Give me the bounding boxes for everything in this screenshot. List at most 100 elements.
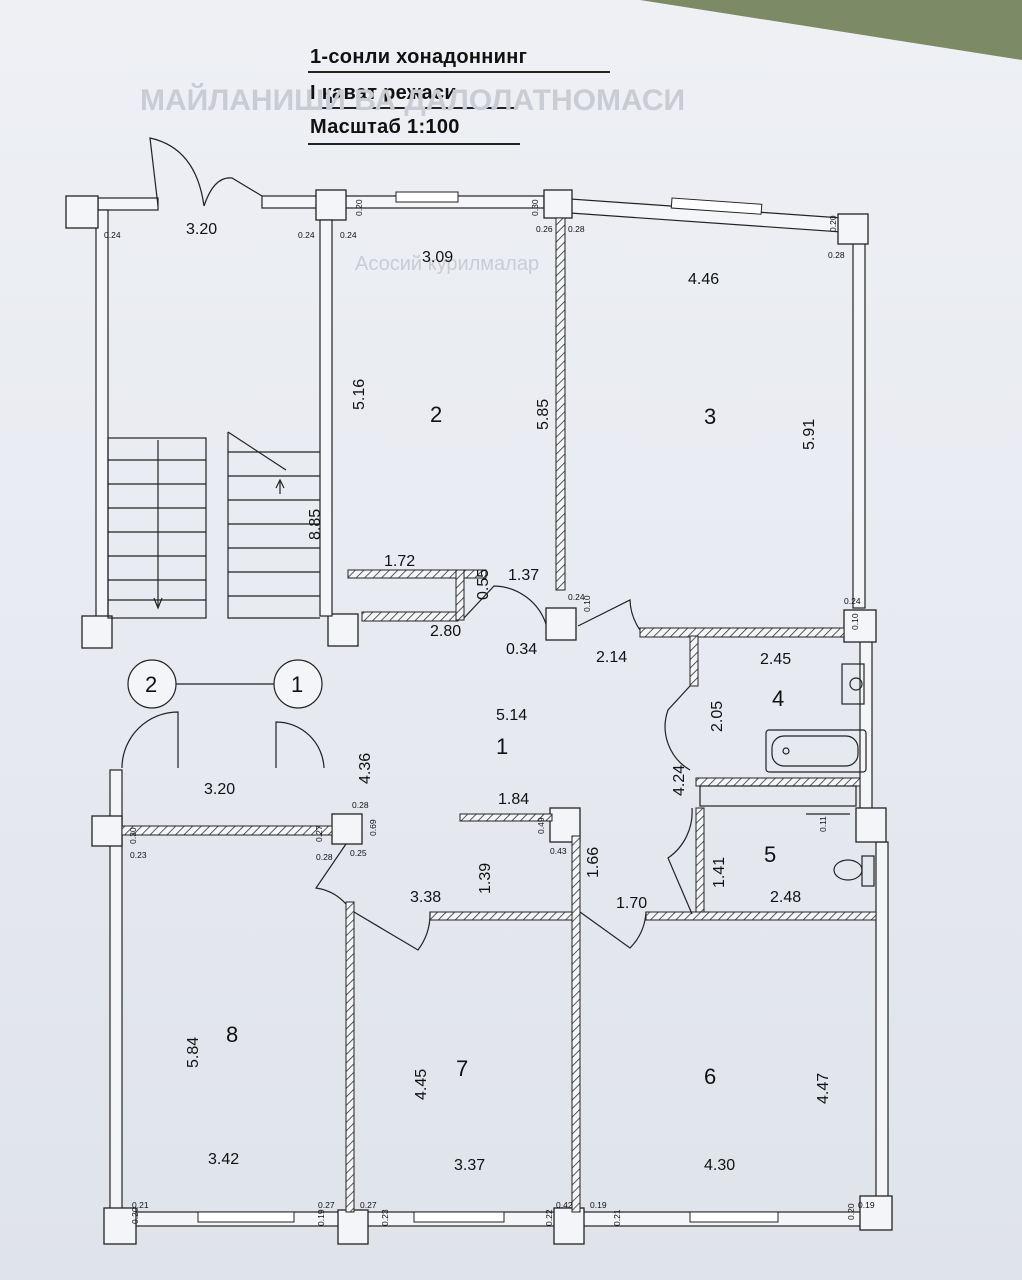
- wall-thickness: 0.20: [828, 215, 838, 232]
- wall-thickness: 0.24: [340, 230, 357, 240]
- dimension: 2.05: [709, 701, 726, 732]
- column: [327, 613, 359, 647]
- axis-label: 2: [145, 672, 157, 697]
- wall-thickness: 0.19: [316, 1209, 326, 1226]
- dimension: 2.14: [596, 649, 627, 666]
- wall-thickness: 0.43: [550, 846, 567, 856]
- dimension: 5.16: [351, 379, 368, 410]
- partition-wall: [429, 911, 577, 921]
- wall-thickness: 0.27: [318, 1200, 335, 1210]
- window: [670, 197, 763, 215]
- dimension: 1.39: [477, 863, 494, 894]
- dimension: 1.41: [711, 857, 728, 888]
- sink: [841, 663, 865, 705]
- wall-thickness: 0.24: [844, 596, 861, 606]
- dimension: 1.66: [585, 847, 602, 878]
- dimension: 3.38: [410, 889, 441, 906]
- dimension: 4.45: [413, 1069, 430, 1100]
- dimension: 1.84: [498, 791, 529, 808]
- room-number: 1: [496, 734, 508, 759]
- wall-thickness: 0.23: [130, 850, 147, 860]
- partition-wall: [463, 569, 487, 579]
- dimension: 4.36: [357, 753, 374, 784]
- bleed-text: Асосий курилмалар: [355, 253, 539, 275]
- wall-thickness: 0.20: [130, 1207, 140, 1224]
- wall-thickness: 0.30: [530, 199, 540, 216]
- wall-thickness: 0.22: [544, 1209, 554, 1226]
- dimension: 2.45: [760, 651, 791, 668]
- toilet: [806, 813, 875, 887]
- wall-thickness: 0.69: [368, 819, 378, 836]
- outer-wall: [95, 209, 109, 621]
- dimension: 1.70: [616, 895, 647, 912]
- partition-wall: [645, 911, 877, 921]
- plan-title-line1: 1-сонли хонадоннинг: [310, 46, 528, 68]
- column: [859, 1195, 893, 1231]
- dimension: 4.24: [671, 765, 688, 796]
- dimension: 5.91: [801, 419, 818, 450]
- partition-wall: [459, 813, 553, 822]
- wall-thickness: 0.25: [350, 848, 367, 858]
- partition-wall: [347, 569, 459, 579]
- column: [843, 609, 877, 643]
- column: [65, 195, 99, 229]
- window: [413, 1211, 505, 1223]
- wall-thickness: 0.24: [568, 592, 585, 602]
- wall-thickness: 0.24: [104, 230, 121, 240]
- dimension: 4.47: [815, 1073, 832, 1104]
- partition-wall: [695, 807, 705, 915]
- outer-wall: [875, 841, 889, 1203]
- wall-thickness: 0.10: [850, 613, 860, 630]
- shaft: [699, 785, 857, 807]
- room-number: 8: [226, 1022, 238, 1047]
- partition-wall: [639, 627, 845, 638]
- outer-wall: [97, 197, 159, 211]
- column: [103, 1207, 137, 1245]
- dimension: 4.30: [704, 1157, 735, 1174]
- partition-wall: [121, 825, 333, 836]
- wall-thickness: 0.10: [582, 595, 592, 612]
- dimension: 3.20: [204, 781, 235, 798]
- dimension: 2.48: [770, 889, 801, 906]
- column: [837, 213, 869, 245]
- wall-thickness: 0.28: [352, 800, 369, 810]
- window: [197, 1211, 295, 1223]
- room-number: 7: [456, 1056, 468, 1081]
- column: [315, 189, 347, 221]
- partition-wall: [695, 777, 861, 787]
- partition-wall: [345, 901, 355, 1213]
- dimension: 1.37: [508, 567, 539, 584]
- outer-wall: [859, 639, 873, 811]
- wall-thickness: 0.28: [568, 224, 585, 234]
- dimension: 4.46: [688, 271, 719, 288]
- plan-scale: Масштаб 1:100: [310, 116, 460, 138]
- wall-thickness: 0.42: [556, 1200, 573, 1210]
- room-number: 2: [430, 402, 442, 427]
- column: [337, 1209, 369, 1245]
- room-number: 5: [764, 842, 776, 867]
- wall-thickness: 0.24: [298, 230, 315, 240]
- column: [81, 615, 113, 649]
- column: [855, 807, 887, 843]
- wall-thickness: 0.19: [858, 1200, 875, 1210]
- wall-thickness: 0.30: [128, 827, 138, 844]
- column: [91, 815, 123, 847]
- dimension: 0.55: [475, 569, 492, 600]
- dimension: 3.42: [208, 1151, 239, 1168]
- wall-thickness: 0.21: [612, 1209, 622, 1226]
- partition-wall: [571, 835, 581, 1213]
- dimension: 3.37: [454, 1157, 485, 1174]
- wall-thickness: 0.27: [360, 1200, 377, 1210]
- dimension: 5.85: [535, 399, 552, 430]
- dimension: 8.85: [307, 509, 324, 540]
- column: [545, 607, 577, 641]
- staircase: [107, 431, 320, 619]
- room-number: 3: [704, 404, 716, 429]
- partition-wall: [361, 611, 459, 622]
- plan-title-line2: I қават режаси: [310, 82, 457, 104]
- wall-thickness: 0.11: [818, 816, 828, 832]
- wall-thickness: 0.49: [536, 817, 546, 834]
- title-underline: [308, 71, 610, 73]
- room-number: 4: [772, 686, 784, 711]
